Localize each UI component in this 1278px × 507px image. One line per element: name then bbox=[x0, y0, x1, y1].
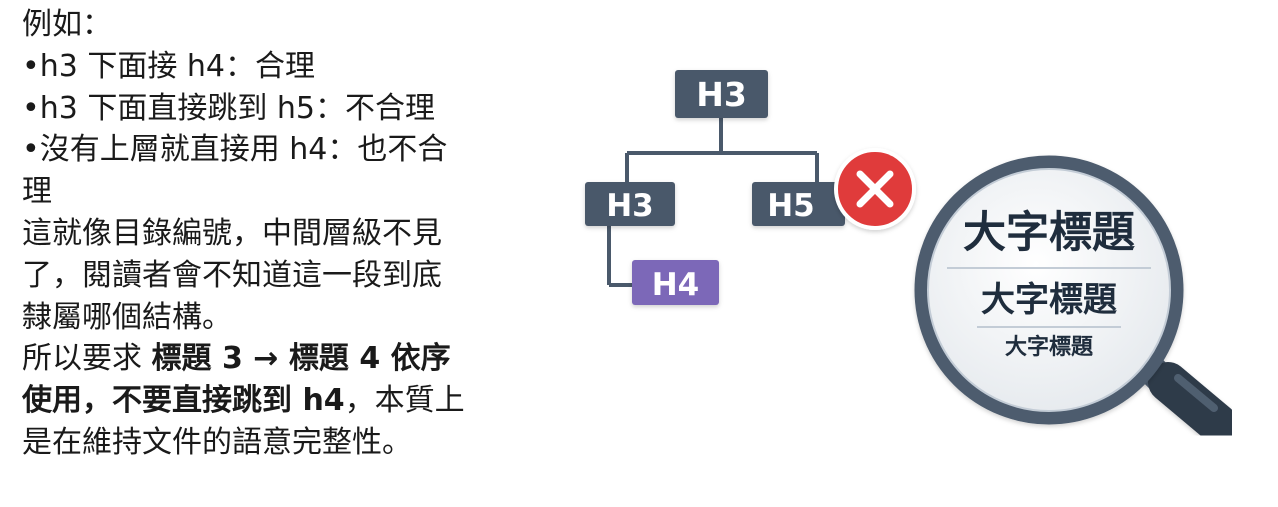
text-run: 了，閱讀者會不知道這一段到底 bbox=[22, 257, 442, 293]
text-line: 這就像目錄編號，中間層級不見 bbox=[22, 213, 532, 255]
text-line: •沒有上層就直接用 h4：也不合 bbox=[22, 129, 532, 171]
explanation-text: 例如： •h3 下面接 h4：合理 •h3 下面直接跳到 h5：不合理 •沒有上層就直… bbox=[22, 4, 532, 464]
text-run: •h3 下面接 h4：合理 bbox=[22, 48, 315, 84]
text-run: 例如： bbox=[22, 7, 112, 42]
text-run: •h3 下面直接跳到 h5：不合理 bbox=[22, 90, 435, 126]
magnifier-handle bbox=[1139, 357, 1238, 444]
heading-sample-small: 大字標題 bbox=[1005, 334, 1094, 360]
text-run: •沒有上層就直接用 h4：也不合 bbox=[22, 132, 448, 168]
node-top-h3: H3 bbox=[675, 70, 768, 118]
heading-hierarchy-diagram: H3 H3 H5 H4 bbox=[585, 70, 1238, 444]
tree-connectors bbox=[607, 118, 819, 287]
text-run: ，本質上 bbox=[344, 383, 465, 419]
node-left-label: H3 bbox=[606, 188, 654, 224]
node-child-h4: H4 bbox=[632, 260, 719, 305]
magnifier-lens bbox=[914, 155, 1184, 425]
node-child-label: H4 bbox=[652, 267, 700, 303]
heading-sample-large: 大字標題 bbox=[963, 208, 1135, 258]
node-right-label: H5 bbox=[767, 188, 815, 224]
text-run: 理 bbox=[22, 174, 52, 210]
text-run: 隸屬哪個結構。 bbox=[22, 299, 232, 335]
text-line: 例如： bbox=[22, 4, 532, 46]
text-line: 所以要求 標題 3 → 標題 4 依序 bbox=[22, 338, 532, 380]
close-icon bbox=[834, 148, 916, 230]
bold-text-run: 使用，不要直接跳到 h4 bbox=[22, 383, 345, 419]
text-line: 了，閱讀者會不知道這一段到底 bbox=[22, 255, 532, 297]
text-line: 隸屬哪個結構。 bbox=[22, 297, 532, 339]
text-line: 理 bbox=[22, 171, 532, 213]
text-run: 這就像目錄編號，中間層級不見 bbox=[22, 215, 442, 251]
bold-text-run: 標題 3 → 標題 4 依序 bbox=[151, 341, 451, 377]
node-left-h3: H3 bbox=[585, 182, 675, 226]
node-top-label: H3 bbox=[696, 75, 747, 114]
node-right-h5: H5 bbox=[752, 182, 845, 226]
text-line: 使用，不要直接跳到 h4，本質上 bbox=[22, 380, 532, 422]
text-line: •h3 下面接 h4：合理 bbox=[22, 46, 532, 88]
text-line: 是在維持文件的語意完整性。 bbox=[22, 422, 532, 464]
magnifier-icon: 大字標題 大字標題 大字標題 bbox=[914, 155, 1238, 444]
text-line: •h3 下面直接跳到 h5：不合理 bbox=[22, 88, 532, 130]
heading-sample-medium: 大字標題 bbox=[981, 280, 1117, 320]
text-run: 是在維持文件的語意完整性。 bbox=[22, 424, 412, 460]
text-run: 所以要求 bbox=[22, 341, 152, 377]
